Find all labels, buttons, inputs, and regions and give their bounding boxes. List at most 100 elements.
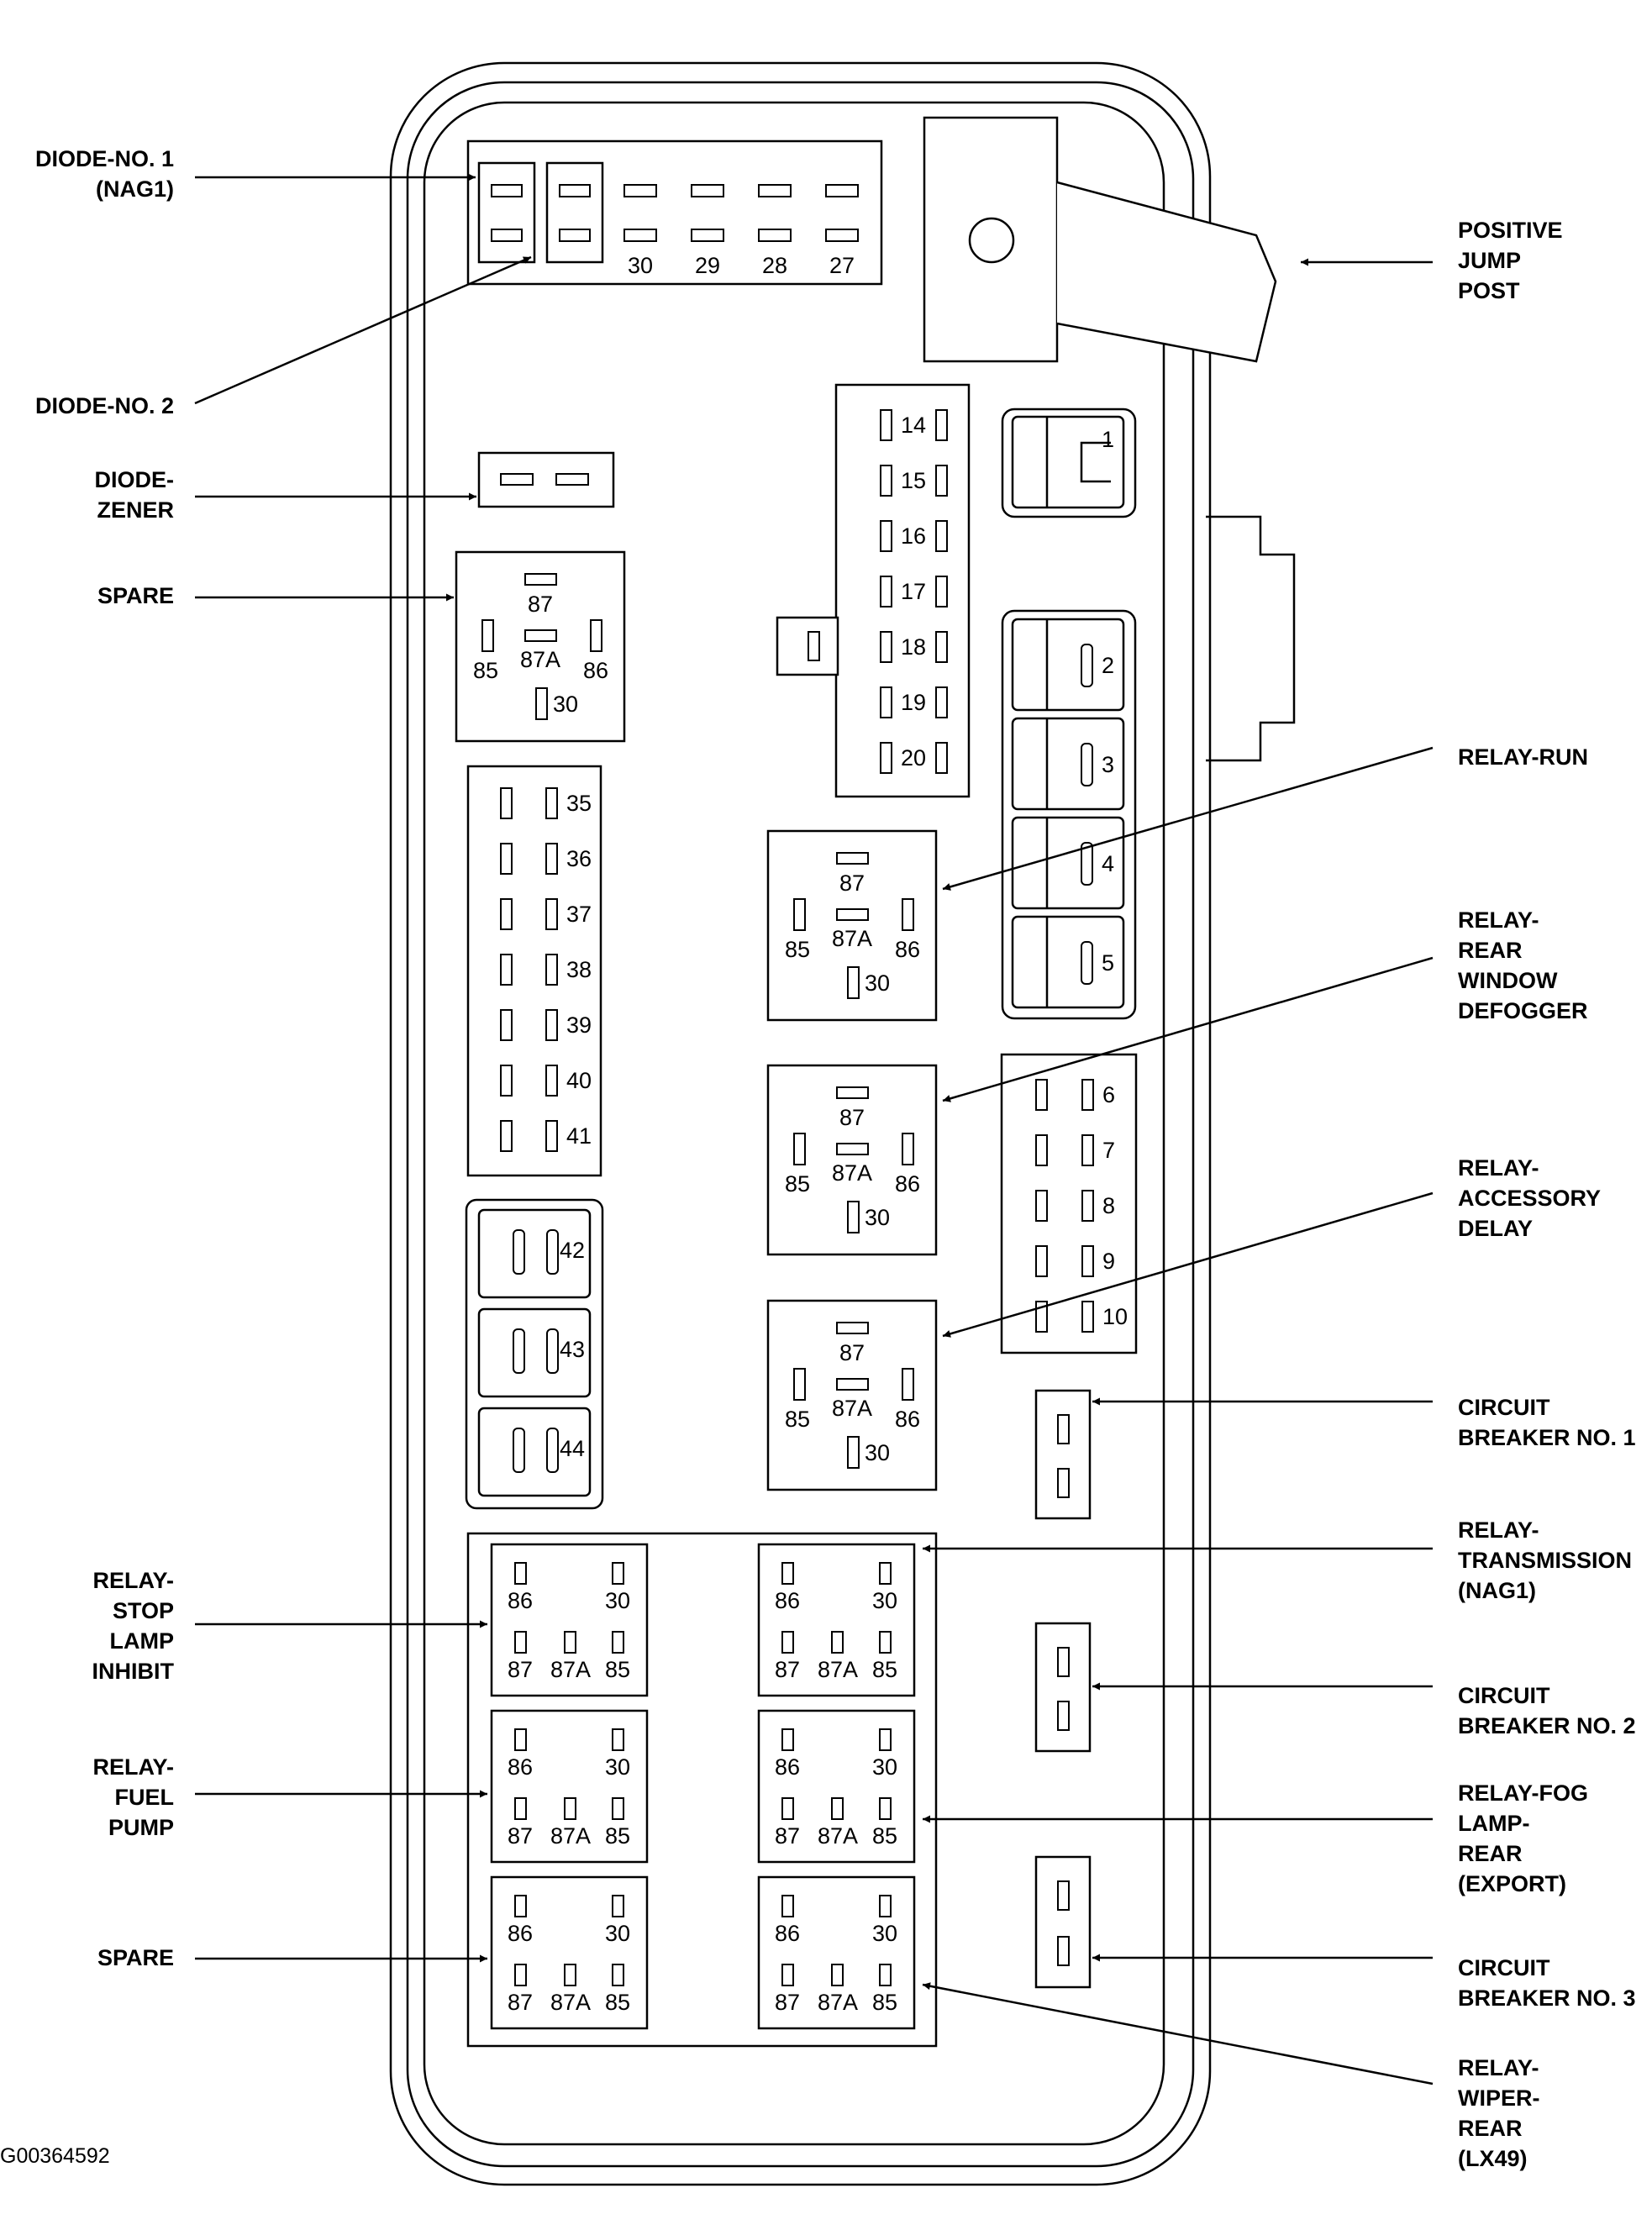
fuse-1[interactable]: 1 — [1011, 415, 1125, 509]
callout-diode2: DIODE-NO. 2 — [35, 393, 174, 418]
callout-spare-top: SPARE — [97, 583, 174, 608]
pin-label: 30 — [605, 1588, 630, 1613]
pin-label: 87 — [775, 1657, 800, 1682]
fuse-number: 39 — [566, 1012, 592, 1038]
circuit-breaker-2[interactable] — [1034, 1622, 1092, 1753]
callout-transmission: RELAY-TRANSMISSION(NAG1) — [1458, 1517, 1632, 1603]
pin-label: 87A — [520, 647, 560, 672]
pin-label: 87 — [775, 1990, 800, 2015]
pin-label: 87 — [839, 1340, 865, 1365]
fuse-15[interactable]: 15 — [880, 465, 948, 497]
pin-label: 86 — [895, 937, 920, 962]
fuse-9[interactable]: 9 — [1035, 1245, 1115, 1277]
fuse-8[interactable]: 8 — [1035, 1190, 1115, 1222]
diode-no-1[interactable] — [477, 161, 536, 264]
fuse-number: 17 — [901, 579, 926, 604]
fuse-29[interactable]: 29 — [691, 184, 724, 278]
pin-label: 87A — [550, 1990, 591, 2015]
pin-label: 87A — [818, 1823, 858, 1849]
fuse-2[interactable]: 2 — [1011, 618, 1125, 712]
circuit-breaker-3[interactable] — [1034, 1855, 1092, 1989]
fuse-27[interactable]: 27 — [825, 184, 859, 278]
fuse-36[interactable]: 36 — [500, 843, 592, 875]
pin-label: 30 — [872, 1588, 897, 1613]
fuse-35[interactable]: 35 — [500, 787, 592, 819]
fuse-20[interactable]: 20 — [880, 742, 948, 774]
pin-label: 87A — [818, 1657, 858, 1682]
pin-label: 85 — [473, 658, 498, 683]
fuse-number: 14 — [901, 413, 926, 438]
fuse-number: 27 — [829, 253, 855, 278]
fuse-14[interactable]: 14 — [880, 409, 948, 441]
pin-label: 87A — [550, 1823, 591, 1849]
fuse-10[interactable]: 10 — [1035, 1301, 1128, 1333]
fuse-44[interactable]: 44 — [477, 1407, 592, 1497]
fuse-number: 10 — [1102, 1304, 1128, 1329]
fuse-number: 40 — [566, 1068, 592, 1093]
pin-label: 85 — [605, 1657, 630, 1682]
circuit-breaker-1[interactable] — [1034, 1389, 1092, 1520]
fuse-column-35-41: 35 36 37 38 39 40 41 — [466, 765, 602, 1177]
pin-label: 86 — [508, 1754, 533, 1780]
pin-label: 85 — [872, 1990, 897, 2015]
fuse-6[interactable]: 6 — [1035, 1079, 1115, 1111]
pin-label: 87 — [775, 1823, 800, 1849]
pin-label: 86 — [895, 1171, 920, 1197]
fuse-42[interactable]: 42 — [477, 1208, 592, 1299]
fuse-37[interactable]: 37 — [500, 898, 592, 930]
fuse-18[interactable]: 18 — [880, 631, 948, 663]
fuse-number: 7 — [1102, 1138, 1115, 1163]
fuse-7[interactable]: 7 — [1035, 1134, 1115, 1166]
fuse-41[interactable]: 41 — [500, 1120, 592, 1152]
diode-no-2[interactable] — [545, 161, 604, 264]
fuse-number: 4 — [1102, 851, 1114, 876]
positive-jump-post[interactable] — [923, 116, 1277, 363]
fuse-number: 36 — [566, 846, 592, 871]
pin-label: 85 — [872, 1657, 897, 1682]
callout-zener: DIODE-ZENER — [95, 467, 175, 523]
fuse-38[interactable]: 38 — [500, 954, 592, 986]
fuse-number: 42 — [560, 1238, 585, 1263]
callout-leader-lines — [194, 173, 1434, 2085]
fuse-number: 30 — [628, 253, 653, 278]
fuse-28[interactable]: 28 — [758, 184, 792, 278]
fuse-16[interactable]: 16 — [880, 520, 948, 552]
fuse-3[interactable]: 3 — [1011, 717, 1125, 811]
pin-label: 85 — [605, 1990, 630, 2015]
fuse-39[interactable]: 39 — [500, 1009, 592, 1041]
fuse-19[interactable]: 19 — [880, 686, 948, 718]
fuse-40[interactable]: 40 — [500, 1065, 592, 1097]
pin-label: 87A — [832, 1160, 872, 1186]
fuse-number: 28 — [762, 253, 787, 278]
pin-label: 86 — [775, 1921, 800, 1946]
fuse-17[interactable]: 17 — [880, 576, 948, 607]
fuse-number: 18 — [901, 634, 926, 660]
top-fuse-block: 30 29 28 27 — [466, 139, 883, 286]
pin-label: 87 — [528, 592, 553, 617]
fuse-5[interactable]: 5 — [1011, 915, 1125, 1009]
fuse-4[interactable]: 4 — [1011, 816, 1125, 910]
fuse-43[interactable]: 43 — [477, 1307, 592, 1398]
pin-label: 85 — [785, 1407, 810, 1432]
diode-zener[interactable] — [477, 451, 615, 508]
fuse-30[interactable]: 30 — [623, 184, 657, 278]
